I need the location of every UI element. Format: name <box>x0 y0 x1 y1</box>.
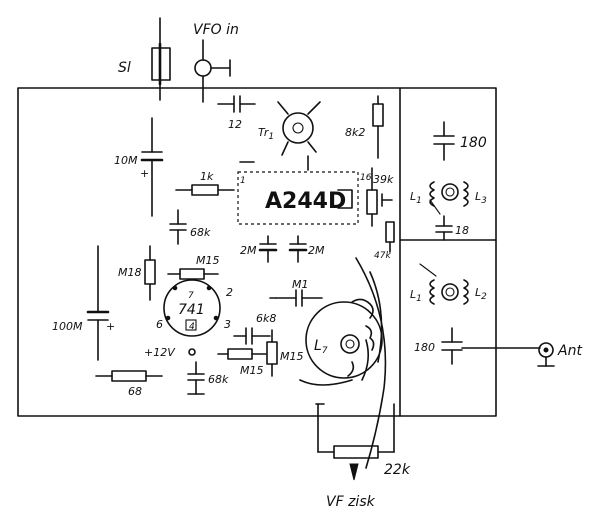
capacitor-18 <box>435 215 453 241</box>
resistor-m15-bot <box>217 348 267 360</box>
label-r1k: 1k <box>200 170 214 183</box>
capacitor-10m <box>140 117 164 217</box>
label-r39: 39k <box>373 173 394 186</box>
label-ic-a244d: A244D <box>265 189 346 214</box>
label-ant: Ant <box>557 343 582 359</box>
wire-l7-b <box>369 271 383 363</box>
label-p22k: 22k <box>384 462 411 478</box>
label-pin7: 7 <box>188 291 194 301</box>
resistor-68k-a <box>169 209 187 245</box>
label-m18: M18 <box>118 266 142 279</box>
capacitor-180-bot <box>441 327 541 365</box>
label-c2m-left: 2M <box>240 244 257 257</box>
label-pin2: 2 <box>226 286 233 299</box>
label-l1-bot: L1 <box>410 288 422 304</box>
label-l3: L3 <box>475 190 487 206</box>
resistor-m15-top <box>167 268 219 280</box>
switch-sl <box>151 17 171 101</box>
label-c100m-plus: + <box>106 320 115 333</box>
coil-l7 <box>299 298 383 386</box>
label-m15-top: M15 <box>196 254 220 267</box>
label-c18: 18 <box>455 224 469 237</box>
label-plus12v: +12V <box>144 346 176 359</box>
ic-741 <box>163 279 221 337</box>
potentiometer-22k <box>317 403 395 481</box>
coil-l1-l2 <box>419 263 469 305</box>
label-vf-zisk: VF zisk <box>326 494 376 510</box>
label-r68k-a: 68k <box>190 226 211 239</box>
wire-l7-a <box>355 257 387 469</box>
capacitor-180-top <box>433 121 455 161</box>
capacitor-12 <box>217 95 256 113</box>
resistor-1k <box>175 184 235 196</box>
coil-l1-l3 <box>429 181 469 215</box>
resistor-47k <box>385 221 395 253</box>
label-pin16: 16 <box>360 173 372 183</box>
capacitor-6k8 <box>233 327 271 345</box>
label-l2: L2 <box>475 286 487 302</box>
label-pin6: 6 <box>156 318 163 331</box>
label-ic-741: 741 <box>178 302 205 318</box>
label-c100m: 100M <box>52 320 83 333</box>
label-m15-bot: M15 <box>240 364 264 377</box>
resistor-68 <box>95 370 163 382</box>
label-tr1: Tr1 <box>258 126 274 142</box>
ic-a244d <box>237 171 359 225</box>
capacitor-68k-b <box>187 361 205 395</box>
label-pin3: 3 <box>224 318 231 331</box>
label-c10m-plus: + <box>140 167 149 180</box>
capacitor-2m-right <box>288 235 308 263</box>
label-sl: Sl <box>118 60 131 76</box>
capacitor-m1 <box>275 289 323 307</box>
label-r68: 68 <box>128 385 142 398</box>
label-r8k2: 8k2 <box>345 126 365 139</box>
interconnect-wires <box>239 155 325 405</box>
label-m15-side: M15 <box>280 350 304 363</box>
chassis-outline <box>17 87 497 417</box>
label-r68k-b: 68k <box>208 373 229 386</box>
resistor-8k2 <box>372 95 384 159</box>
jack-vfo-in <box>194 39 231 103</box>
resistor-m18 <box>144 245 156 301</box>
label-pin4: 4 <box>189 322 195 332</box>
label-l7: L7 <box>314 338 328 356</box>
transistor-tr1 <box>277 101 321 156</box>
label-vfo-in: VFO in <box>193 22 239 38</box>
label-c2m-right: 2M <box>308 244 325 257</box>
label-c6k8: 6k8 <box>256 312 276 325</box>
antenna-connector <box>537 342 555 367</box>
terminal-plus12v <box>188 348 196 356</box>
label-pin1: 1 <box>240 176 246 186</box>
label-c10m: 10M <box>114 154 138 167</box>
capacitor-100m <box>86 245 110 361</box>
label-c180-bot: 180 <box>414 341 435 354</box>
resistor-39k <box>366 167 393 227</box>
label-c12: 12 <box>228 118 242 131</box>
label-c1m: M1 <box>292 278 309 291</box>
capacitor-2m-left <box>258 235 278 263</box>
label-c180-top: 180 <box>460 135 487 151</box>
label-r47k: 47k <box>374 251 391 261</box>
resistor-m15-side <box>266 329 278 377</box>
label-l1-top: L1 <box>410 190 422 206</box>
